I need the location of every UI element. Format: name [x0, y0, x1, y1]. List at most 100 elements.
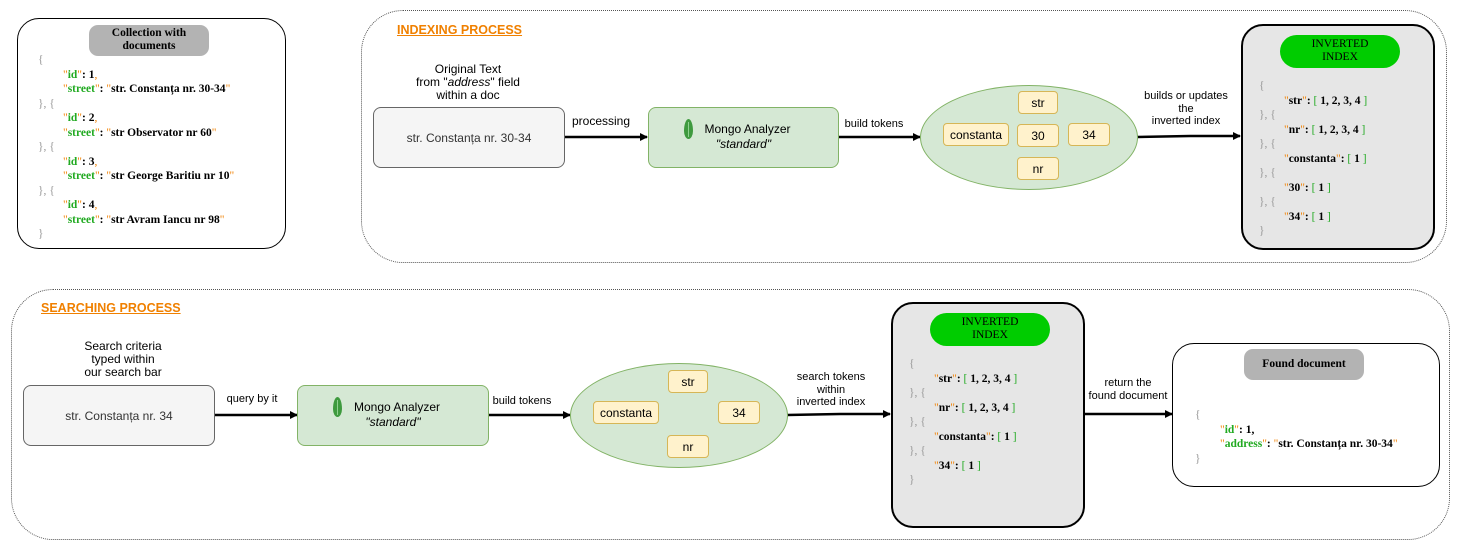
- analyzer-name: Mongo Analyzer: [704, 122, 791, 136]
- json-token: }: [1259, 225, 1265, 237]
- searching-title: SEARCHING PROCESS: [41, 301, 181, 315]
- json-token: ": [1300, 210, 1305, 223]
- json-token: ": [1284, 210, 1289, 223]
- json-token: [: [1313, 94, 1321, 107]
- json-line: }, {: [1259, 166, 1367, 181]
- inverted-index-title-line1: INVERTED: [1311, 38, 1369, 50]
- json-token: [: [961, 401, 969, 414]
- json-token: {: [38, 54, 44, 66]
- json-line: {: [38, 53, 234, 68]
- searching-caption-line2: typed within: [91, 352, 155, 366]
- token-nr: nr: [1017, 157, 1059, 180]
- json-token: :: [99, 170, 107, 182]
- json-line: "street": "str George Baritiu nr 10": [38, 169, 234, 184]
- json-value: 1: [1245, 423, 1252, 436]
- indexing-input-text: str. Constanța nr. 30-34: [373, 107, 565, 168]
- json-token: ": [1273, 438, 1279, 450]
- json-token: ]: [1324, 210, 1331, 223]
- json-key: constanta: [1288, 152, 1336, 165]
- json-token: :: [990, 430, 998, 443]
- mongodb-leaf-icon: [684, 119, 693, 139]
- json-key: id: [67, 155, 78, 168]
- json-token: :: [99, 126, 107, 139]
- json-token: }: [909, 474, 915, 486]
- indexing-index-json: {"str": [ 1, 2, 3, 4 ]}, {"nr": [ 1, 2, …: [1259, 79, 1367, 239]
- json-value: 1, 2, 3, 4: [1320, 94, 1361, 107]
- json-line: }, {: [909, 444, 1017, 459]
- json-key: street: [67, 170, 95, 182]
- indexing-caption-line2: from "address" field: [402, 76, 534, 89]
- json-key: address: [1224, 438, 1263, 450]
- json-token: ,: [94, 68, 98, 81]
- json-key: street: [67, 126, 95, 139]
- caption-field-name: address: [447, 75, 491, 89]
- caption-field-post: " field: [490, 75, 520, 89]
- inverted-index-title-line2: INDEX: [972, 329, 1008, 341]
- json-key: str: [1288, 94, 1303, 107]
- json-key: 34: [1288, 210, 1301, 223]
- json-token: }, {: [909, 416, 926, 428]
- json-line: {: [909, 357, 1017, 372]
- json-value: str. Constanța nr. 30-34: [111, 83, 226, 95]
- token-nr: nr: [667, 435, 709, 458]
- json-line: "nr": [ 1, 2, 3, 4 ]: [909, 401, 1017, 416]
- json-token: ": [63, 83, 68, 95]
- searching-panel: [11, 289, 1450, 540]
- json-line: }: [1259, 224, 1367, 239]
- search-input-text: str. Constanța nr. 34: [23, 385, 215, 446]
- inverted-index-title-line1: INVERTED: [961, 316, 1019, 328]
- arrow-search-index: [786, 410, 891, 418]
- json-line: "str": [ 1, 2, 3, 4 ]: [1259, 94, 1367, 109]
- json-key: 30: [1288, 181, 1301, 194]
- json-value: 1: [1318, 210, 1325, 223]
- json-line: {: [1195, 408, 1398, 423]
- indexing-caption: Original Text from "address" field withi…: [402, 63, 534, 102]
- json-token: }: [1195, 452, 1201, 465]
- searching-caption: Search criteria typed within our search …: [63, 340, 183, 379]
- collection-title: Collection with documents: [89, 25, 209, 56]
- indexing-inverted-index: INVERTED INDEX {"str": [ 1, 2, 3, 4 ]}, …: [1241, 24, 1435, 250]
- json-token: ,: [94, 155, 98, 168]
- json-token: ": [63, 170, 68, 182]
- json-line: "street": "str Observator nr 60": [38, 126, 234, 141]
- json-token: ]: [1324, 181, 1331, 194]
- inverted-index-title-line2: INDEX: [1322, 51, 1358, 63]
- found-document-json: {"id": 1,"address": "str. Constanța nr. …: [1195, 408, 1398, 466]
- json-token: ": [63, 112, 68, 124]
- json-value: 1: [968, 459, 975, 472]
- mongodb-leaf-icon: [333, 397, 342, 417]
- found-document-title: Found document: [1244, 349, 1364, 380]
- label-build-tokens-bottom: build tokens: [492, 395, 552, 407]
- json-token: [: [997, 430, 1005, 443]
- label-update-index: builds or updates the inverted index: [1140, 90, 1232, 128]
- json-token: ": [63, 126, 68, 139]
- json-token: ": [106, 170, 112, 182]
- json-line: "constanta": [ 1 ]: [909, 430, 1017, 445]
- json-token: }, {: [1259, 167, 1276, 179]
- json-key: street: [67, 213, 95, 226]
- json-token: ": [1284, 94, 1289, 107]
- inverted-index-header: INVERTED INDEX: [930, 313, 1050, 346]
- json-token: ": [63, 199, 68, 211]
- json-token: ,: [94, 199, 98, 211]
- json-token: ": [1392, 438, 1398, 450]
- json-token: }, {: [38, 184, 55, 197]
- json-token: ": [934, 430, 939, 443]
- json-key: nr: [938, 401, 951, 414]
- json-token: ]: [974, 459, 981, 472]
- json-value: str George Baritiu nr 10: [111, 170, 230, 182]
- json-token: [: [963, 372, 971, 385]
- json-line: "id": 3,: [38, 155, 234, 170]
- json-token: ": [225, 83, 231, 95]
- json-token: ]: [1010, 372, 1018, 385]
- indexing-panel: [361, 10, 1447, 263]
- json-token: }, {: [909, 387, 926, 399]
- json-token: ": [1335, 152, 1341, 165]
- label-search-line3: inverted index: [796, 396, 866, 408]
- json-token: ": [63, 68, 68, 81]
- json-line: }, {: [38, 184, 234, 199]
- json-token: :: [1304, 181, 1312, 194]
- json-key: 34: [938, 459, 951, 472]
- json-value: 1: [1004, 430, 1010, 443]
- inverted-index-header: INVERTED INDEX: [1280, 35, 1400, 68]
